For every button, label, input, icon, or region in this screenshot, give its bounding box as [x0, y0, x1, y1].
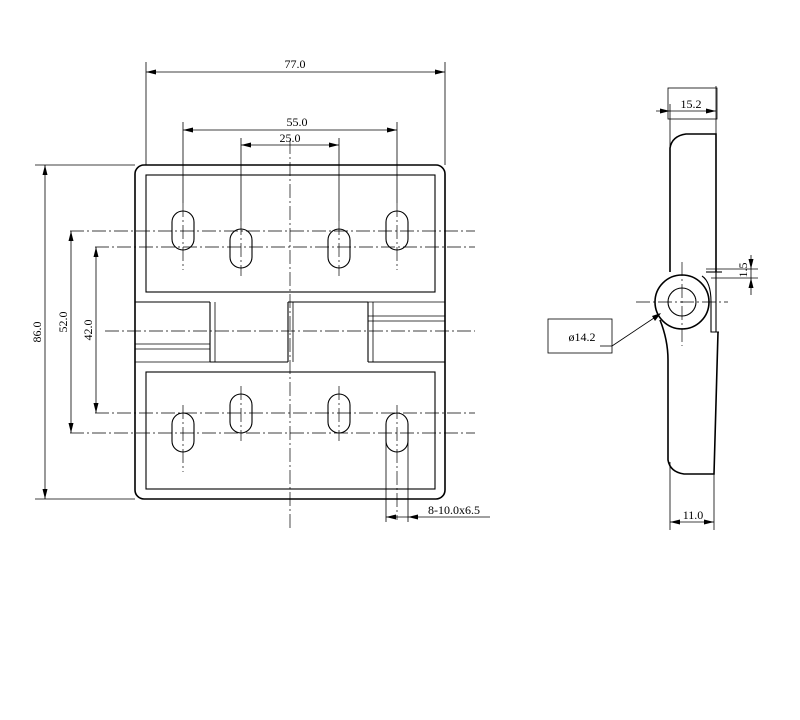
knuckle-band — [135, 301, 445, 363]
dim-label-vertical-spacing-inner: 42.0 — [81, 320, 95, 341]
dim-label-side-thickness-top: 15.2 — [681, 97, 702, 111]
dim-side-thickness-bottom: 11.0 — [669, 462, 715, 530]
top-leaf — [145, 174, 436, 293]
bottom-leaf — [145, 371, 436, 490]
front-view: 77.0 55.0 25.0 86.0 — [30, 57, 490, 530]
side-upper-leaf — [669, 133, 717, 272]
dim-label-hole-spacing-inner: 25.0 — [280, 131, 301, 145]
dim-knuckle-offset: 1.5 — [706, 255, 758, 295]
dim-hole-spacing-outer: 55.0 — [182, 115, 398, 203]
dim-label-knuckle-offset: 1.5 — [736, 263, 750, 278]
side-lower-leaf — [659, 319, 719, 475]
dim-knuckle-diameter: ø14.2 — [547, 313, 661, 354]
dim-vertical-spacing-outer: 52.0 — [56, 231, 74, 433]
dim-overall-width: 77.0 — [145, 57, 446, 165]
dim-vertical-spacing-inner: 42.0 — [81, 247, 99, 413]
side-view: 15.2 1.5 ø14.2 11.0 — [547, 86, 758, 530]
dim-label-side-thickness-bottom: 11.0 — [683, 508, 704, 522]
dim-label-hole-spacing-outer: 55.0 — [287, 115, 308, 129]
dim-label-overall-height: 86.0 — [30, 322, 44, 343]
dim-label-vertical-spacing-outer: 52.0 — [56, 312, 70, 333]
dim-slot-spec: 8-10.0x6.5 — [385, 433, 490, 522]
dim-label-knuckle-diameter: ø14.2 — [569, 330, 596, 344]
dim-side-thickness-top: 15.2 — [656, 86, 718, 148]
dim-hole-spacing-inner: 25.0 — [240, 131, 340, 221]
dim-overall-height: 86.0 — [30, 164, 135, 500]
dim-label-overall-width: 77.0 — [285, 57, 306, 71]
mounting-slots — [171, 203, 409, 520]
dim-label-slot-spec: 8-10.0x6.5 — [428, 503, 480, 517]
